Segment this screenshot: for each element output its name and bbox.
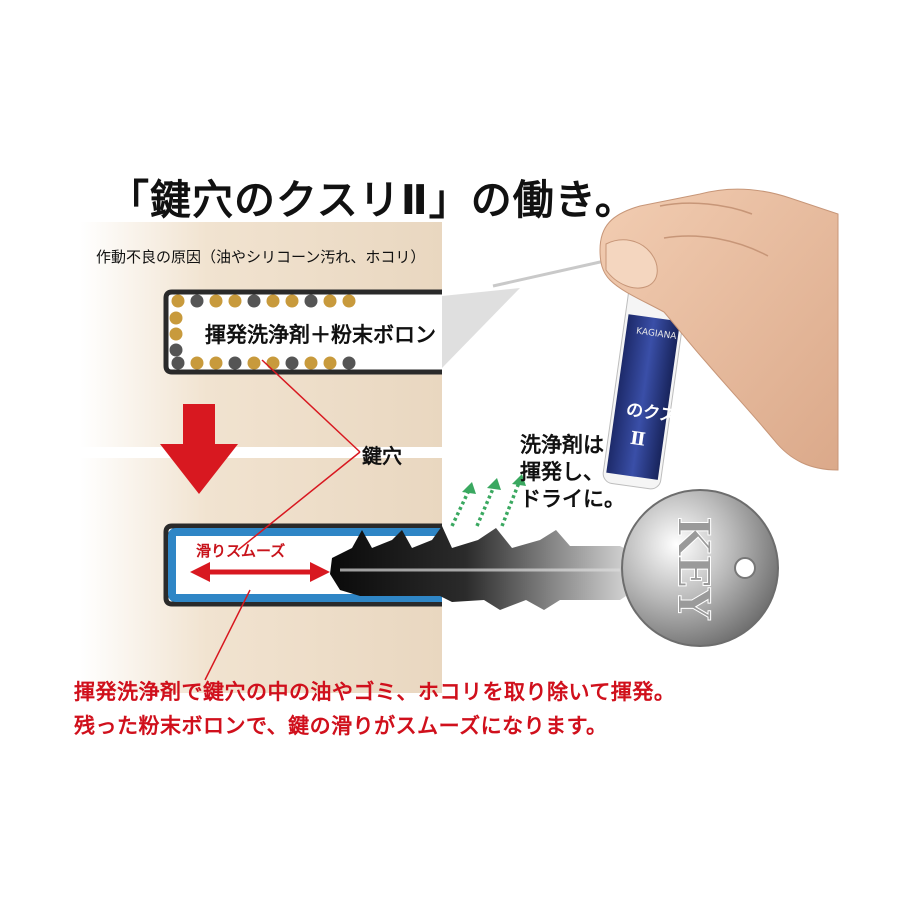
leader-lines	[204, 359, 361, 681]
cleaner-boron-label: 揮発洗浄剤＋粉末ボロン	[205, 323, 436, 347]
evaporation-label: 洗浄剤は 揮発し、 ドライに。	[520, 432, 625, 513]
upper-keyhole-channel	[163, 289, 442, 375]
evaporation-arrows-icon	[450, 479, 522, 527]
page-title: 「鍵穴のクスリⅡ」の働き。	[108, 176, 637, 224]
spray-callout	[442, 288, 520, 368]
dirt-particle	[342, 294, 356, 308]
dirt-particle	[190, 294, 204, 308]
dirt-particle	[209, 294, 223, 308]
dirt-particle	[266, 356, 280, 370]
dirt-particle	[169, 311, 183, 325]
smooth-arrow-icon	[190, 562, 330, 582]
evaporation-line-3: ドライに。	[520, 487, 625, 511]
dirt-particle	[169, 343, 183, 357]
dirt-particle	[228, 294, 242, 308]
keyhole-label: 鍵穴	[362, 444, 402, 468]
dirt-particle	[285, 356, 299, 370]
dirt-particle	[247, 294, 261, 308]
hand-with-product-illustration: KAGIANA のクスリ Ⅱ	[492, 188, 839, 490]
caption-line-1: 揮発洗浄剤で鍵穴の中の油やゴミ、ホコリを取り除いて揮発。	[74, 680, 676, 704]
dirt-particle	[285, 294, 299, 308]
dirt-particles	[169, 294, 356, 370]
caption-line-2: 残った粉末ボロンで、鍵の滑りがスムーズになります。	[74, 714, 608, 738]
dirt-particle	[169, 327, 183, 341]
key-illustration: KEY	[330, 489, 779, 647]
smooth-label: 滑りスムーズ	[196, 542, 286, 560]
dirt-particle	[304, 356, 318, 370]
dirt-particle	[342, 356, 356, 370]
dirt-particle	[171, 356, 185, 370]
dirt-particle	[323, 356, 337, 370]
dirt-particle	[247, 356, 261, 370]
down-arrow-icon	[160, 404, 238, 494]
dirt-particle	[171, 294, 185, 308]
dirt-particle	[228, 356, 242, 370]
dirt-particle	[190, 356, 204, 370]
key-text: KEY	[668, 516, 719, 620]
evaporation-line-2: 揮発し、	[520, 460, 604, 484]
dirt-particle	[323, 294, 337, 308]
evaporation-arrowheads	[462, 474, 526, 494]
dirt-particle	[304, 294, 318, 308]
product-numeral: Ⅱ	[629, 428, 647, 451]
dirt-particle	[209, 356, 223, 370]
cause-label: 作動不良の原因（油やシリコーン汚れ、ホコリ）	[96, 248, 426, 266]
dirt-particle	[266, 294, 280, 308]
evaporation-line-1: 洗浄剤は	[520, 433, 604, 457]
